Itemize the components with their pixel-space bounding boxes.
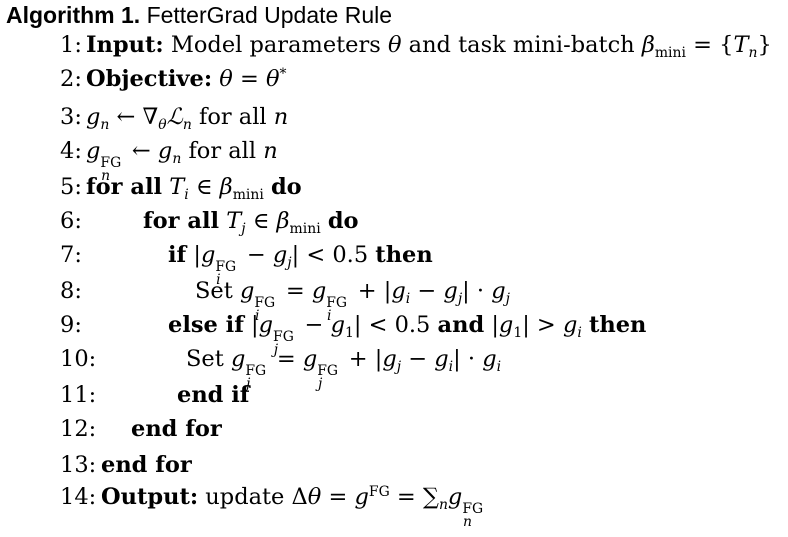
line-number: 9: <box>60 312 82 338</box>
line-content: gn ← ∇θℒn for all n <box>86 104 289 133</box>
algorithm-title: Algorithm 1. FetterGrad Update Rule <box>6 2 392 29</box>
line-number: 14: <box>60 484 97 510</box>
algorithm-name: FetterGrad Update Rule <box>146 2 393 28</box>
line-number: 12: <box>60 416 97 442</box>
line-content: end for <box>131 416 222 442</box>
line-content: for all Tj ∈ βmini do <box>143 208 359 237</box>
line-number: 2: <box>60 66 82 92</box>
line-number: 13: <box>60 452 97 478</box>
keyword-objective: Objective: <box>86 66 213 92</box>
line-number: 8: <box>60 278 82 304</box>
line-number: 5: <box>60 174 82 200</box>
algorithm-label: Algorithm 1. <box>6 2 141 28</box>
line-content: for all Ti ∈ βmini do <box>86 174 302 203</box>
line-number: 7: <box>60 242 82 268</box>
algorithm-block: Algorithm 1. FetterGrad Update Rule 1: I… <box>6 2 772 531</box>
line-content: Input: Model parameters θ and task mini-… <box>86 32 772 61</box>
line-number: 6: <box>60 208 82 234</box>
line-content: end for <box>101 452 192 478</box>
keyword-output: Output: <box>101 484 199 510</box>
line-number: 11: <box>60 382 97 408</box>
keyword-input: Input: <box>86 32 164 58</box>
line-number: 1: <box>60 32 82 58</box>
line-number: 4: <box>60 138 82 164</box>
line-content: end if <box>177 382 250 408</box>
line-number: 3: <box>60 104 82 130</box>
line-number: 10: <box>60 346 97 372</box>
line-content: Objective: θ = θ* <box>86 65 287 92</box>
